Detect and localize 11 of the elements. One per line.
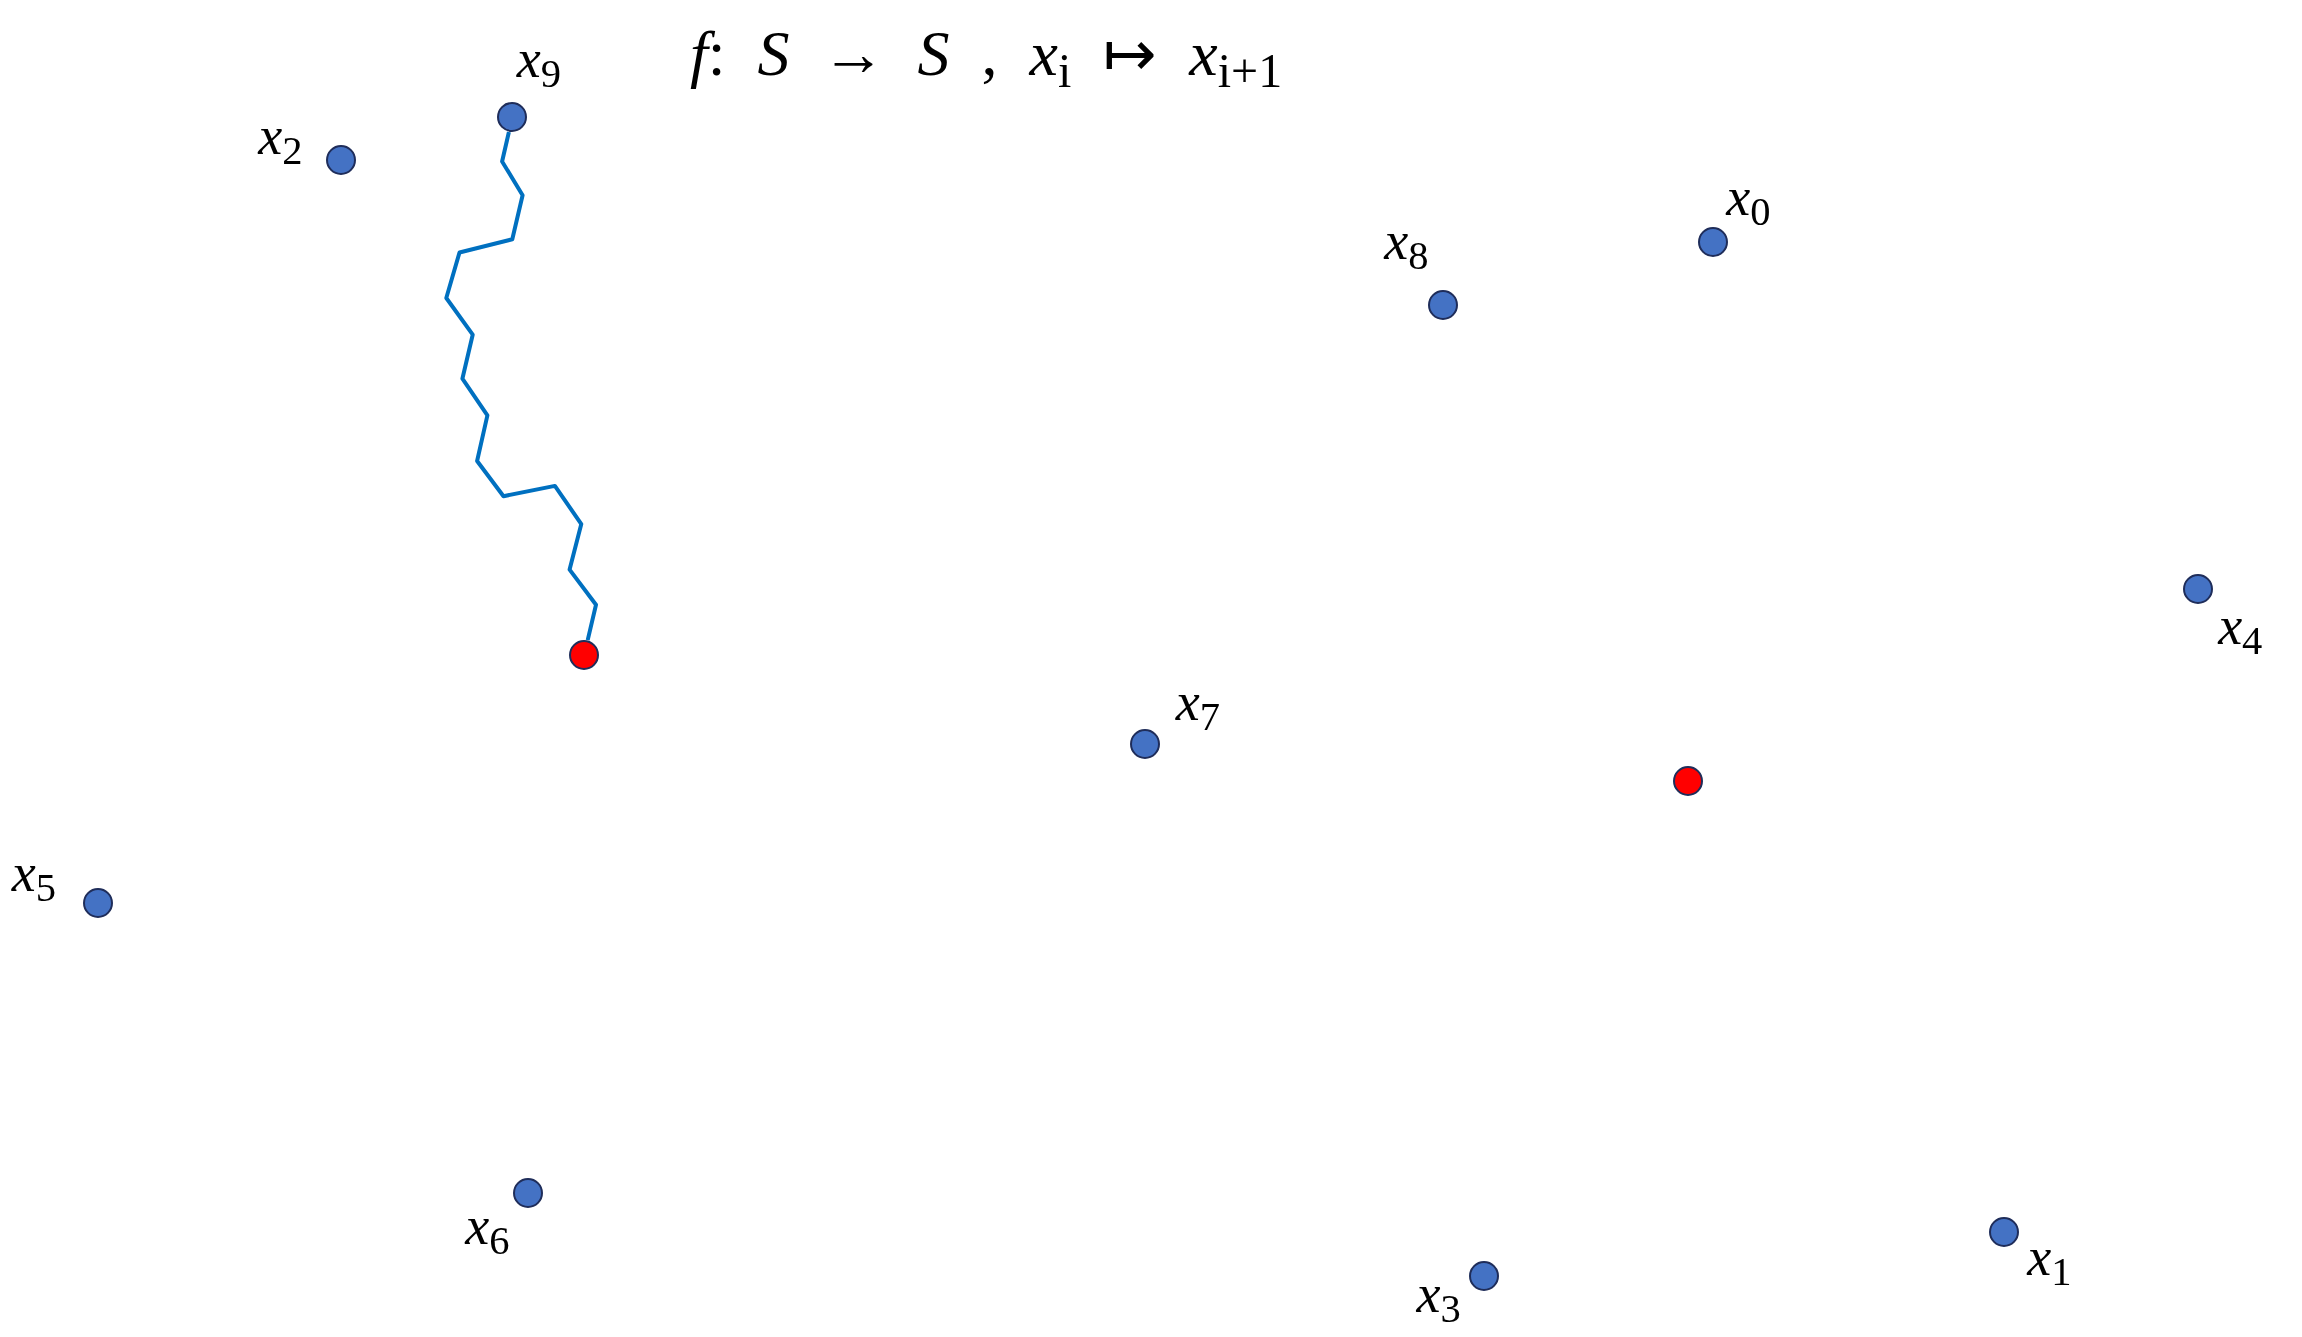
point-label: x$_{0}$: [1726, 170, 1771, 225]
point-label: x$_{4}$: [2218, 598, 2263, 653]
point-label: x$_{7}$: [1175, 675, 1221, 730]
point-label: x$_{5}$: [11, 845, 56, 900]
zigzag-path: [444, 131, 598, 641]
point-label: x$_{3}$: [1416, 1266, 1461, 1321]
point-label: x$_{9}$: [516, 32, 561, 87]
point-label: x$_{6}$: [465, 1199, 510, 1254]
point-label: x$_{2}$: [258, 108, 303, 163]
point-label: x$_{1}$: [2027, 1230, 2072, 1285]
point-label: x$_{8}$: [1384, 214, 1429, 269]
